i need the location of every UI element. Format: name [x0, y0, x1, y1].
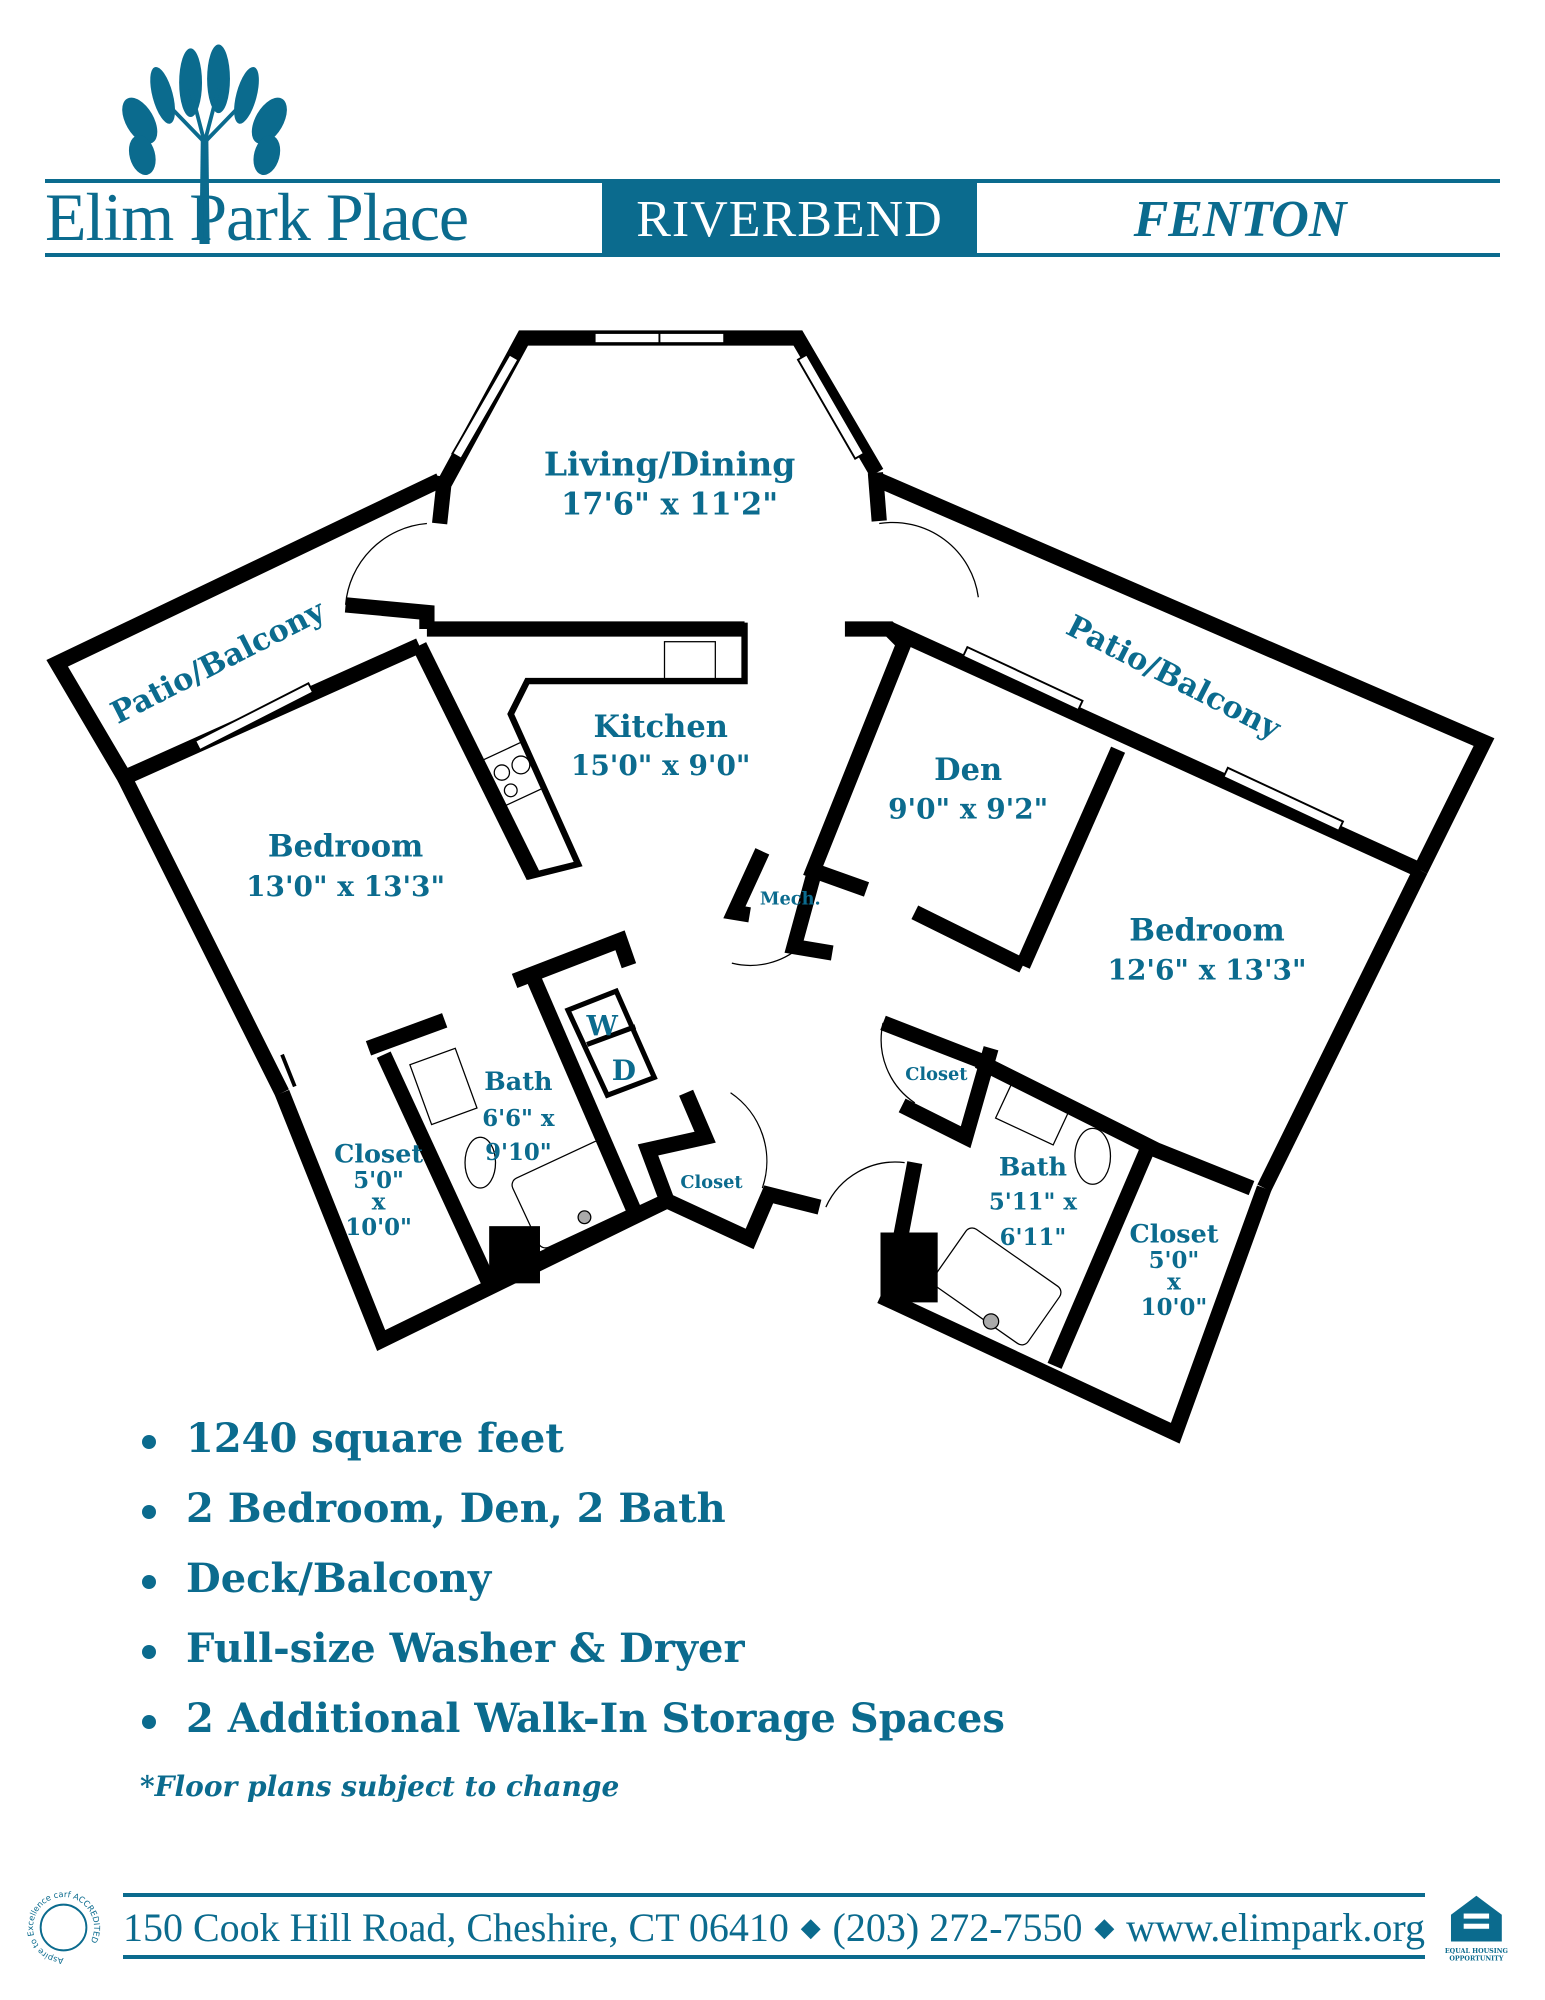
feature-text: 2 Bedroom, Den, 2 Bath [186, 1485, 726, 1532]
footer-contact: 150 Cook Hill Road, Cheshire, CT 06410 ◆… [123, 1900, 1425, 1955]
label-bath-left: Bath [484, 1066, 552, 1096]
label-kitchen: Kitchen [593, 709, 727, 745]
label-closet-center: Closet [680, 1172, 743, 1193]
label-bedroom-right: Bedroom [1129, 912, 1284, 948]
feature-text: Deck/Balcony [186, 1555, 492, 1602]
equal-housing-icon: EQUAL HOUSING OPPORTUNITY [1445, 1895, 1508, 1963]
size-closet-right-h: 10'0" [1141, 1295, 1208, 1321]
label-dryer: D [612, 1054, 636, 1087]
feature-text: Full-size Washer & Dryer [186, 1625, 745, 1672]
header-bottom-rule [45, 253, 1500, 257]
size-bedroom-left: 13'0" x 13'3" [246, 870, 445, 903]
diamond-separator-icon: ◆ [1094, 1912, 1115, 1942]
windows [193, 332, 1345, 832]
header-top-rule [45, 179, 1500, 183]
community-name: RIVERBEND [602, 183, 977, 255]
phone-number[interactable]: (203) 272-7550 [832, 1905, 1083, 1950]
size-closet-right-w: 5'0" [1149, 1248, 1200, 1274]
size-bath-right-b: 6'11" [1000, 1225, 1067, 1251]
size-closet-left-h: 10'0" [345, 1215, 412, 1241]
size-bedroom-right: 12'6" x 13'3" [1108, 954, 1307, 987]
size-bath-left-b: 9'10" [485, 1140, 552, 1166]
walls [46, 330, 1495, 1444]
label-closet-left: Closet [334, 1139, 423, 1169]
carf-badge-text: Aspire to Excellence carf ACCREDITED [25, 1889, 102, 1966]
label-patio-left: Patio/Balcony [105, 592, 332, 731]
address: 150 Cook Hill Road, Cheshire, CT 06410 [123, 1905, 789, 1950]
label-bedroom-left: Bedroom [268, 828, 423, 864]
size-closet-left-w: 5'0" [353, 1168, 404, 1194]
label-washer: W [586, 1010, 619, 1043]
footer-top-rule [123, 1893, 1425, 1897]
size-bath-left-a: 6'6" x [482, 1106, 555, 1132]
bullet-icon [142, 1645, 156, 1659]
size-closet-left-x: x [372, 1190, 386, 1216]
carf-badge-ring-text: Aspire to Excellence carf ACCREDITED [25, 1889, 102, 1966]
size-kitchen: 15'0" x 9'0" [571, 749, 751, 782]
label-den: Den [934, 752, 1002, 788]
tree-logo-icon [122, 44, 287, 245]
feature-item: Full-size Washer & Dryer [142, 1625, 745, 1672]
size-living: 17'6" x 11'2" [561, 487, 778, 523]
label-closet-small-right: Closet [905, 1064, 968, 1085]
size-closet-right-x: x [1167, 1270, 1181, 1296]
feature-text: 2 Additional Walk-In Storage Spaces [186, 1695, 1005, 1742]
bullet-icon [142, 1715, 156, 1729]
svg-text:EQUAL HOUSING: EQUAL HOUSING [1445, 1948, 1508, 1955]
bullet-icon [142, 1505, 156, 1519]
feature-item: Deck/Balcony [142, 1555, 491, 1602]
label-living: Living/Dining [544, 444, 795, 483]
carf-badge-icon: Aspire to Excellence carf ACCREDITED [25, 1889, 102, 1966]
label-closet-right: Closet [1129, 1219, 1218, 1249]
feature-item: 1240 square feet [142, 1415, 564, 1462]
bullet-icon [142, 1575, 156, 1589]
svg-text:OPPORTUNITY: OPPORTUNITY [1449, 1956, 1503, 1963]
website-link[interactable]: www.elimpark.org [1126, 1905, 1425, 1950]
feature-item: 2 Bedroom, Den, 2 Bath [142, 1485, 726, 1532]
washer-dryer [564, 987, 658, 1099]
label-bath-right: Bath [999, 1151, 1067, 1181]
footer-bottom-rule [123, 1955, 1425, 1959]
fixtures [344, 521, 1112, 1346]
unit-name: FENTON [1133, 190, 1347, 248]
size-den: 9'0" x 9'2" [888, 792, 1048, 825]
disclaimer-note: *Floor plans subject to change [140, 1770, 620, 1803]
size-bath-right-a: 5'11" x [989, 1190, 1078, 1216]
feature-item: 2 Additional Walk-In Storage Spaces [142, 1695, 1005, 1742]
bullet-icon [142, 1435, 156, 1449]
logo-text: Elim Park Place [45, 179, 469, 255]
feature-text: 1240 square feet [186, 1415, 564, 1462]
label-mech: Mech. [760, 889, 821, 910]
diamond-separator-icon: ◆ [800, 1912, 821, 1942]
